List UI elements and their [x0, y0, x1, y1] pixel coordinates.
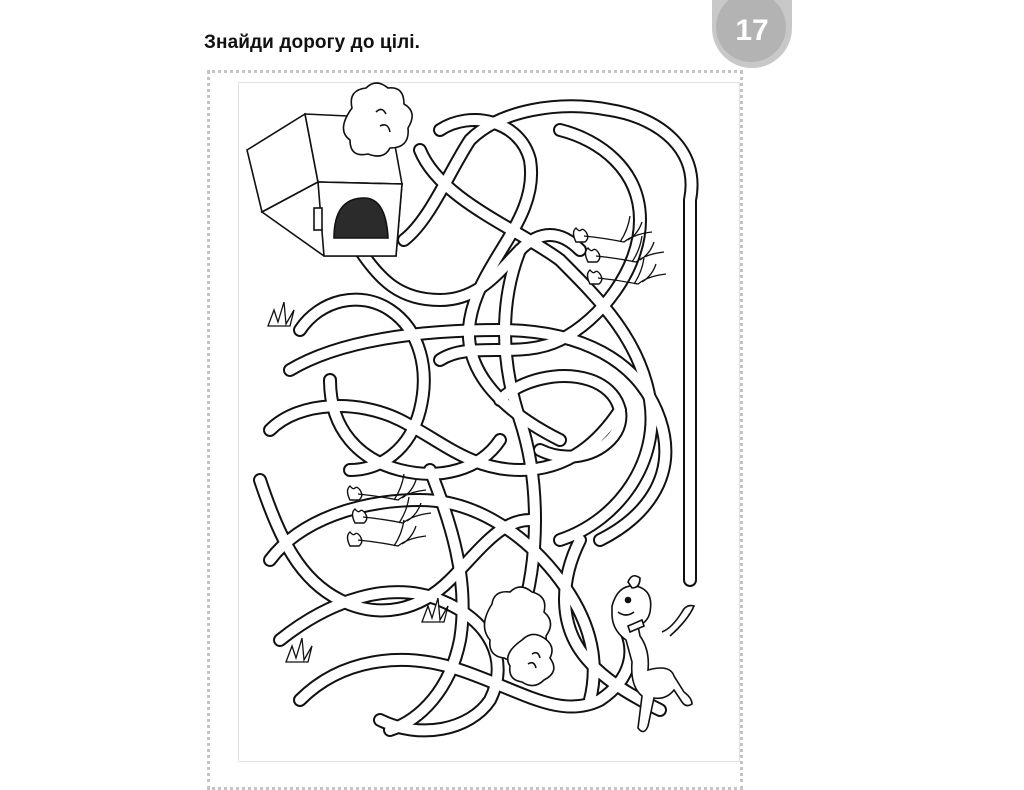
page-number: 17: [735, 14, 769, 47]
maze-paths: [253, 99, 699, 738]
instruction-title: Знайди дорогу до цілі.: [204, 32, 421, 53]
maze-illustration: [246, 82, 699, 738]
dog-icon: [611, 574, 696, 733]
bush-icon: [483, 586, 555, 687]
page-number-badge: 17: [712, 0, 792, 68]
bush-icon: [342, 82, 413, 157]
